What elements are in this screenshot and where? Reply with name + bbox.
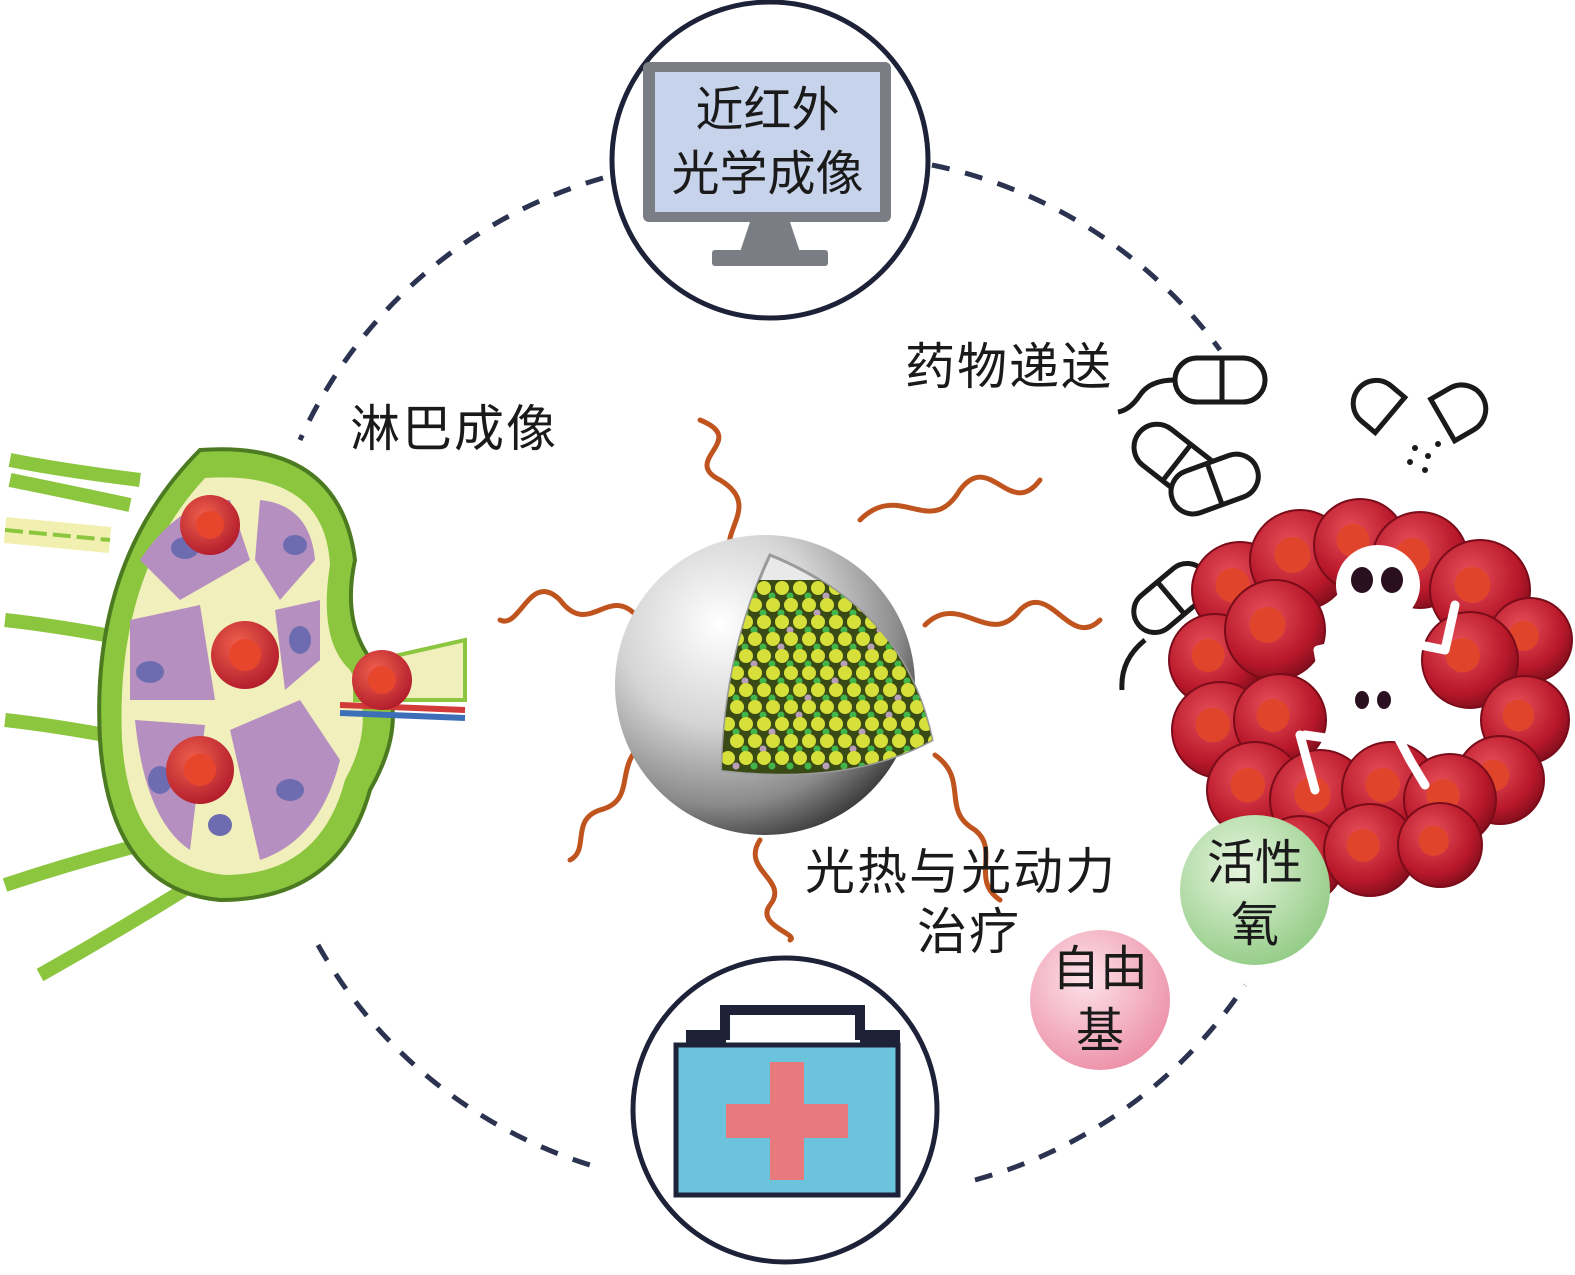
free-radical-bubble xyxy=(1030,930,1170,1070)
nanoparticle-icon xyxy=(497,417,1103,943)
lymph-node-icon xyxy=(2,447,467,982)
skeleton-icon xyxy=(1295,545,1460,795)
medical-kit-icon xyxy=(673,1005,901,1198)
therapy-node xyxy=(630,955,940,1265)
therapy-label-line1: 光热与光动力 xyxy=(805,843,1117,901)
therapy-label-line2: 治疗 xyxy=(917,903,1021,961)
lymph-imaging-label: 淋巴成像 xyxy=(350,400,558,458)
free-radical-line2: 基 xyxy=(1075,1003,1124,1059)
ros-bubble xyxy=(1180,815,1330,965)
drug-delivery-label: 药物递送 xyxy=(905,338,1113,396)
free-radical-label: 自由 基 xyxy=(1040,938,1160,1062)
free-radical-line1: 自由 xyxy=(1051,941,1148,997)
monitor-label: 近红外 光学成像 xyxy=(655,78,880,206)
ros-label: 活性 氧 xyxy=(1190,832,1320,956)
dashed-ring xyxy=(297,162,1248,1183)
monitor-icon xyxy=(643,62,891,266)
drug-particles xyxy=(1407,441,1441,473)
monitor-label-line1: 近红外 xyxy=(695,82,840,138)
ros-line1: 活性 xyxy=(1206,835,1303,891)
tumor-cells xyxy=(1168,498,1573,905)
nir-imaging-node xyxy=(609,0,931,321)
capsule-icon xyxy=(1117,355,1489,691)
monitor-label-line2: 光学成像 xyxy=(671,146,864,202)
ros-line2: 氧 xyxy=(1230,897,1279,953)
therapy-label: 光热与光动力 治疗 xyxy=(805,842,1117,962)
